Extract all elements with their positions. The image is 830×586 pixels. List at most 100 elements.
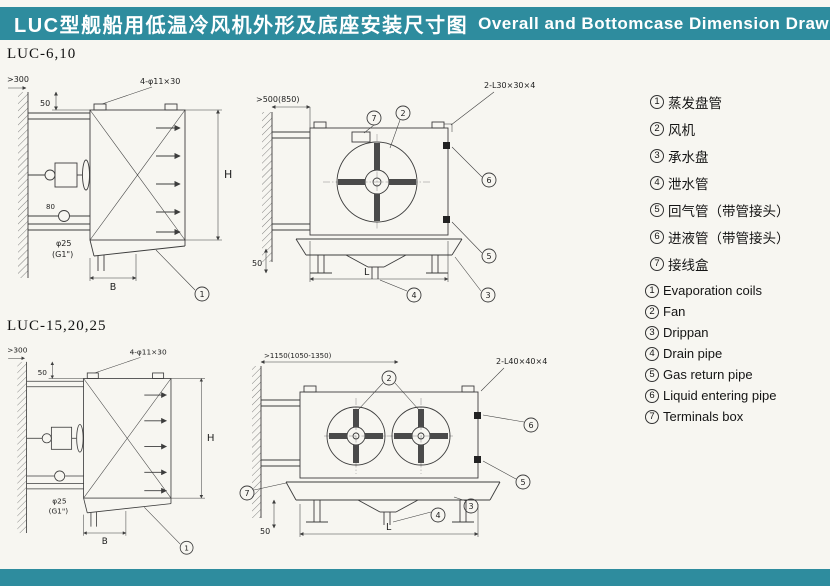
holes-callout-label: 4-φ11×30 (130, 348, 167, 357)
length-dimension: L (309, 241, 449, 282)
angle-steel-callout: 2-L40×40×4 (480, 357, 547, 392)
front-view-drawing-luc-15-20-25: >1150(1050-1350) 2 2 (239, 352, 547, 537)
length-dimension: L (299, 504, 479, 537)
callout-1-number: 1 (199, 290, 204, 299)
callout-badge: 5 (650, 203, 664, 217)
mount-gap-dim-label: 50 (38, 368, 48, 377)
wall-brackets (261, 399, 300, 467)
wall-offset-dimension: >300 (7, 75, 29, 90)
callout-3-number: 3 (485, 291, 490, 300)
wall-offset-dim-label: >300 (7, 346, 28, 355)
holes-callout: 4-φ11×30 (101, 77, 180, 105)
callout-4-number: 4 (435, 511, 440, 520)
legend-label: 进液管（带管接头） (668, 231, 790, 246)
side-view-drawing-luc-6-10: >300 50 4-φ11×30 H (7, 75, 232, 302)
legend-label: 回气管（带管接头） (668, 204, 790, 219)
mount-gap-dimension: 50 (40, 91, 90, 111)
legend-item: 5 回气管（带管接头） (650, 200, 790, 220)
mount-gap-dim-label: 50 (40, 99, 50, 108)
angle-steel-label: 2-L30×30×4 (484, 81, 535, 90)
model-label-luc-15-20-25: LUC-15,20,25 (7, 318, 107, 334)
angle-steel-label: 2-L40×40×4 (496, 357, 547, 366)
base-legs (310, 255, 448, 274)
drip-pan (295, 238, 463, 279)
callout-5: 5 (451, 221, 497, 264)
drain-thread-label: (G1") (52, 250, 73, 259)
fan (336, 141, 418, 223)
base-height-dim-label: 50 (260, 527, 270, 536)
legend-label: Gas return pipe (663, 367, 753, 382)
drain-diameter-label: φ25 (56, 239, 71, 248)
airflow-arrows (156, 124, 181, 236)
callout-6: 6 (451, 146, 497, 188)
wall-brackets (26, 380, 84, 490)
pipe-connections (474, 412, 481, 463)
pipe-connections (443, 142, 450, 223)
pipe-fitting: 80 (28, 203, 90, 222)
length-dim-label: L (364, 267, 370, 278)
legend-label: 接线盒 (668, 258, 709, 273)
callout-2: 2 (357, 370, 420, 411)
callout-badge: 4 (645, 346, 659, 361)
pipe-dim-label: 80 (46, 203, 55, 211)
wall (262, 112, 273, 262)
holes-callout-label: 4-φ11×30 (140, 77, 180, 86)
side-view-drawing-luc-15-20-25: >300 50 4-φ11×30 H (7, 346, 214, 555)
height-dimension: H (185, 109, 232, 241)
callout-1: 1 (144, 507, 194, 555)
callout-3: 3 (454, 256, 496, 303)
base-height-dimension: 50 (260, 499, 276, 536)
callout-badge: 6 (650, 230, 664, 244)
wall (252, 366, 262, 518)
callout-7-number: 7 (244, 489, 249, 498)
callout-badge: 6 (645, 388, 659, 403)
callout-badge: 3 (650, 149, 664, 163)
callout-6: 6 (482, 414, 539, 433)
depth-dim-label: B (110, 282, 117, 293)
base-height-dimension: 50 (252, 248, 268, 274)
callout-2-number: 2 (386, 374, 391, 383)
legend-label: 蒸发盘管 (668, 96, 722, 111)
page-title-english: Overall and Bottomcase Dimension Drawing (478, 13, 830, 33)
callout-badge: 5 (645, 367, 659, 382)
cooler-casing (89, 103, 186, 241)
angle-steel-callout: 2-L30×30×4 (444, 81, 535, 132)
callout-3-number: 3 (468, 502, 473, 511)
callout-5-number: 5 (520, 478, 525, 487)
terminal-box (351, 131, 371, 143)
depth-dim-label: B (102, 537, 108, 547)
callout-6-number: 6 (486, 176, 491, 185)
drain-diameter-label: φ25 (52, 497, 67, 506)
legend-label: Terminals box (663, 409, 744, 424)
fan-left (326, 406, 386, 466)
legend-item: 6 Liquid entering pipe (645, 388, 776, 403)
wall (17, 361, 27, 534)
legend-item: 5 Gas return pipe (645, 367, 776, 382)
height-dimension: H (170, 378, 214, 499)
holes-callout: 4-φ11×30 (94, 348, 167, 374)
legend-label: 风机 (668, 123, 695, 138)
callout-5: 5 (482, 460, 531, 490)
callout-4: 4 (379, 279, 422, 303)
callout-badge: 4 (650, 176, 664, 190)
cooler-casing (83, 372, 172, 499)
callout-4: 4 (392, 507, 446, 523)
cooler-casing (309, 121, 449, 236)
drain-thread-label: (G1") (49, 507, 69, 516)
callout-badge: 2 (645, 304, 659, 319)
wall-brackets (28, 112, 90, 231)
depth-dimension: B (83, 510, 127, 547)
callout-1-number: 1 (184, 544, 189, 553)
drip-pan (89, 239, 186, 271)
legend-label: Evaporation coils (663, 283, 762, 298)
callout-4-number: 4 (411, 291, 416, 300)
legend-label: Liquid entering pipe (663, 388, 777, 403)
